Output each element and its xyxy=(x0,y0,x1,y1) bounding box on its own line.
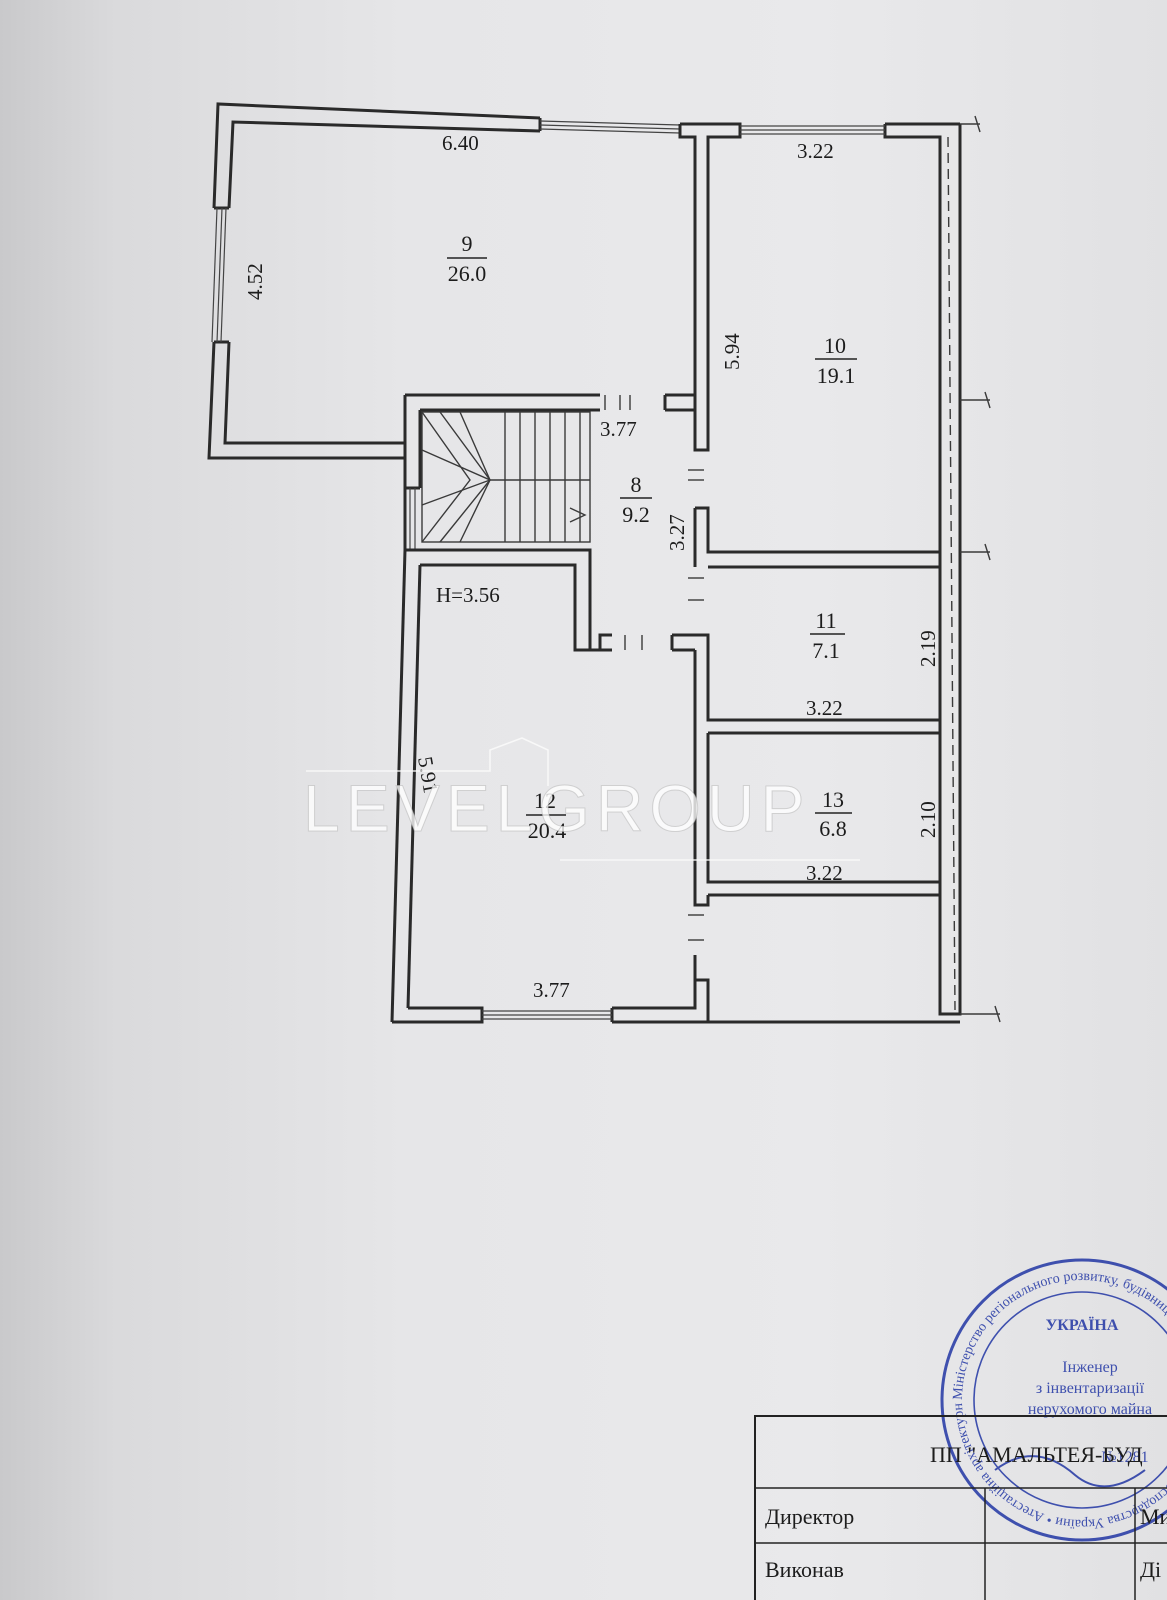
dim-2-19: 2.19 xyxy=(916,630,940,667)
dim-3-22-room-13: 3.22 xyxy=(806,861,843,885)
title-block-director-value: Ми xyxy=(1140,1504,1167,1529)
room-8-number: 8 xyxy=(631,472,642,497)
room-10-number: 10 xyxy=(824,333,846,358)
dim-4-52: 4.52 xyxy=(243,263,267,300)
room-13-label: 13 6.8 xyxy=(815,787,852,841)
watermark-text: LEVELGROUP xyxy=(303,771,811,846)
room-unlabeled-walls xyxy=(708,893,960,1024)
room-10-label: 10 19.1 xyxy=(815,333,857,388)
wall-9-10 xyxy=(663,122,742,452)
window-bottom-room-12 xyxy=(482,1010,612,1020)
room-12-label: 12 20.4 xyxy=(526,788,566,843)
dim-3-22-room-11: 3.22 xyxy=(806,696,843,720)
room-12-walls xyxy=(390,548,715,1024)
dim-6-40: 6.40 xyxy=(442,131,479,155)
stamp-cert: №1281 xyxy=(1101,1449,1148,1466)
room-12-number: 12 xyxy=(534,788,556,813)
dim-3-77-bottom: 3.77 xyxy=(533,978,570,1002)
room-11-label: 11 7.1 xyxy=(810,608,845,663)
dim-2-10: 2.10 xyxy=(916,801,940,838)
room-9-label: 9 26.0 xyxy=(447,231,487,286)
right-outer-wall xyxy=(938,115,1001,1023)
room-13-number: 13 xyxy=(822,787,844,812)
title-block-director-label: Директор xyxy=(765,1504,854,1529)
room-11-number: 11 xyxy=(815,608,836,633)
room-10-area: 19.1 xyxy=(817,363,856,388)
door-ticks xyxy=(624,469,704,941)
room-12-area: 20.4 xyxy=(528,818,567,843)
window-left-room-9 xyxy=(211,207,227,343)
room-8-area: 9.2 xyxy=(622,502,650,527)
dim-5-94: 5.94 xyxy=(720,333,744,370)
stair-area xyxy=(403,393,631,543)
room-13-walls xyxy=(693,720,942,884)
height-label: H=3.56 xyxy=(436,583,500,607)
room-13-area: 6.8 xyxy=(819,816,847,841)
stamp-line1: Інженер xyxy=(1062,1359,1118,1376)
dim-3-27: 3.27 xyxy=(665,514,689,551)
title-block: ПП "АМАЛЬТЕЯ-БУД Директор Ми Виконав Ді xyxy=(754,1415,1167,1600)
title-block-company: ПП "АМАЛЬТЕЯ-БУД xyxy=(930,1442,1143,1467)
window-stairs-left xyxy=(403,488,416,550)
dim-3-77-mid: 3.77 xyxy=(600,417,637,441)
stamp-country: УКРАЇНА xyxy=(1046,1316,1119,1334)
dim-3-22-top: 3.22 xyxy=(797,139,834,163)
window-top-room-9 xyxy=(539,120,681,134)
watermark-house-icon xyxy=(306,737,860,861)
stamp-ring-text: Міністерство регіонального розвитку, буд… xyxy=(0,0,1167,1531)
room-8-label: 8 9.2 xyxy=(620,472,652,527)
stamp-line3: нерухомого майна xyxy=(1028,1401,1152,1418)
window-top-room-10 xyxy=(740,125,885,135)
stamp-line2: з інвентаризації xyxy=(1036,1380,1145,1397)
title-block-executor-label: Виконав xyxy=(765,1557,844,1582)
room-11-area: 7.1 xyxy=(812,638,840,663)
room-9-number: 9 xyxy=(462,231,473,256)
title-block-executor-value: Ді xyxy=(1140,1557,1161,1582)
room-9-area: 26.0 xyxy=(448,261,487,286)
